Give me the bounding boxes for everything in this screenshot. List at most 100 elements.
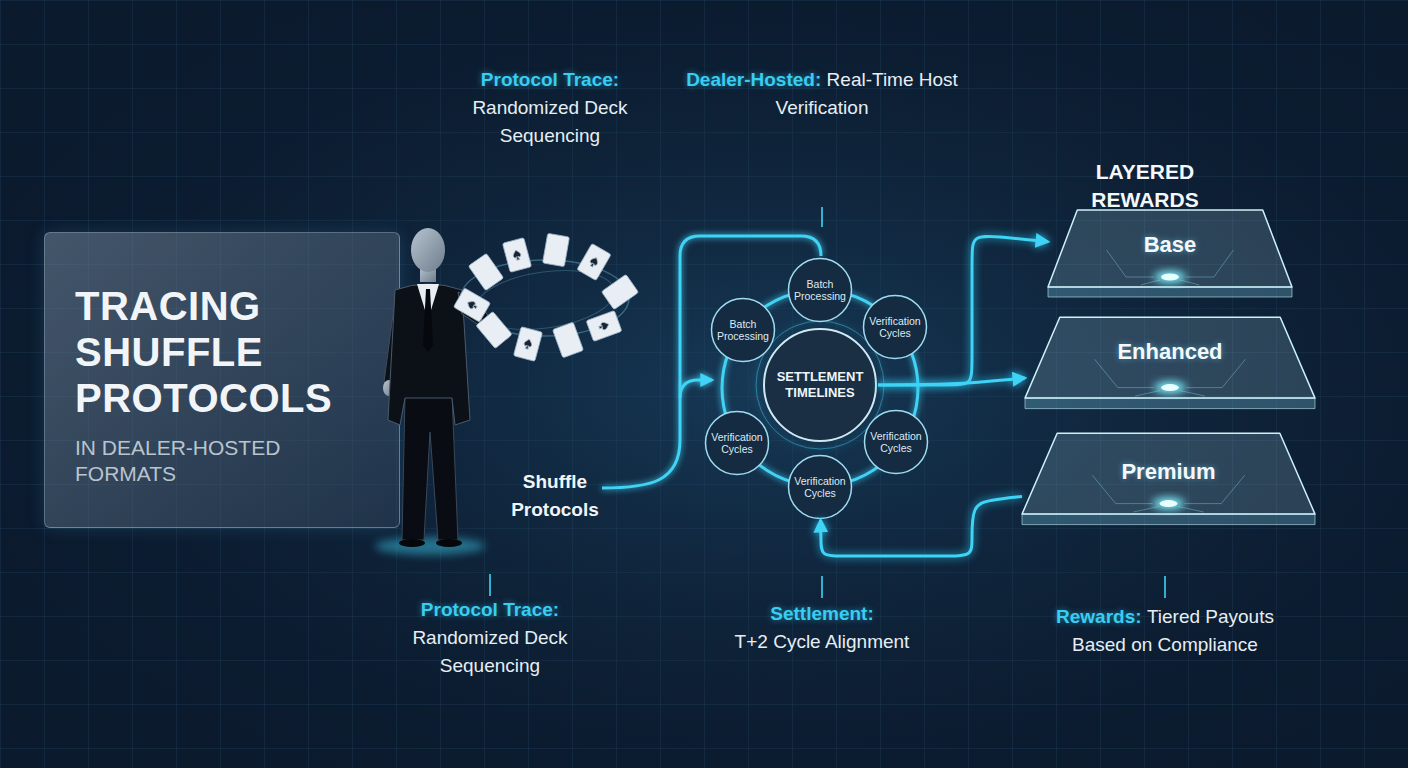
step-outline xyxy=(789,456,852,519)
cycle-step-circle: Verification Cycles xyxy=(862,294,928,360)
tick-mark xyxy=(1164,576,1166,598)
circuit-trace xyxy=(1180,391,1205,396)
callout-group: Protocol Trace:Randomized Deck Sequencin… xyxy=(395,596,585,680)
circuit-trace xyxy=(1141,280,1160,285)
tier-label: Premium xyxy=(1121,459,1215,485)
node-outline xyxy=(1025,312,1315,417)
plate-core xyxy=(1160,500,1178,507)
plate-side xyxy=(1048,287,1292,297)
callout-text: T+2 Cycle Alignment xyxy=(712,628,932,656)
plate-core xyxy=(1161,384,1179,391)
playing-card xyxy=(476,311,512,348)
hub-label: SETTLEMENT TIMELINES xyxy=(768,369,872,401)
plate-top xyxy=(1025,317,1315,398)
shuffle-flow-arrow xyxy=(602,380,712,488)
step-outline xyxy=(789,259,852,322)
callout-heading: Protocol Trace: xyxy=(395,596,585,624)
plate-side xyxy=(1022,514,1315,525)
step-label: Batch Processing xyxy=(790,278,850,302)
dealer-shoe xyxy=(399,539,425,547)
playing-card xyxy=(454,288,491,322)
step-outline xyxy=(706,412,769,475)
title-heading: TRACING SHUFFLE PROTOCOLS xyxy=(75,283,375,421)
circuit-trace xyxy=(1180,280,1199,285)
step-outline xyxy=(865,411,928,474)
plate-glow xyxy=(1154,382,1186,394)
plate-side xyxy=(1025,398,1315,409)
cycle-step-circle: Verification Cycles xyxy=(704,410,770,476)
tick-mark xyxy=(821,576,823,598)
hub-circle: SETTLEMENT TIMELINES xyxy=(762,327,878,443)
circuit-trace xyxy=(1179,507,1204,512)
dealer-hand xyxy=(495,328,511,340)
flow-label: Shuffle Protocols xyxy=(500,468,610,524)
playing-card xyxy=(468,253,503,290)
callout-group: Protocol Trace:Randomized Deck Sequencin… xyxy=(455,66,645,150)
circuit-trace xyxy=(1135,391,1160,396)
tier-label: Base xyxy=(1144,232,1197,258)
step-label: Verification Cycles xyxy=(865,315,925,339)
callout-heading: Protocol Trace: xyxy=(455,66,645,94)
callout-group: LAYERED REWARDS xyxy=(1070,158,1220,214)
floor-glow xyxy=(375,537,485,555)
cycle-step-circle: Batch Processing xyxy=(787,257,853,323)
flow-connector xyxy=(821,497,1022,556)
swirl-ring xyxy=(472,263,618,338)
dealer-neck xyxy=(420,266,436,282)
callout-group: Settlement:T+2 Cycle Alignment xyxy=(712,600,932,656)
callout-group: Rewards:Tiered Payouts Based on Complian… xyxy=(1040,603,1290,659)
plate-top xyxy=(1022,433,1315,514)
dealer-figure xyxy=(383,228,511,547)
dealer-jacket xyxy=(388,284,470,425)
step-label: Batch Processing xyxy=(713,318,773,342)
plate-glow xyxy=(1154,271,1186,283)
playing-card xyxy=(553,322,584,358)
dealer-arm xyxy=(458,292,503,338)
title-box: TRACING SHUFFLE PROTOCOLS IN DEALER-HOSTE… xyxy=(44,232,400,528)
playing-card xyxy=(577,244,611,281)
plate-glow xyxy=(1153,498,1185,510)
swirl-ring xyxy=(461,260,629,336)
playing-card xyxy=(586,311,622,342)
playing-card xyxy=(513,327,542,362)
dealer-legs xyxy=(402,395,458,540)
card-swirl xyxy=(454,233,639,361)
dealer-shirt xyxy=(417,284,439,320)
dealer-shoe xyxy=(436,539,462,547)
dealer-head xyxy=(411,228,445,272)
playing-card xyxy=(502,238,531,273)
playing-card xyxy=(543,233,570,266)
callout-text: Randomized Deck Sequencing xyxy=(395,624,585,680)
callout-group: Dealer-Hosted:Real-Time Host Verificatio… xyxy=(677,66,967,122)
hub-outline xyxy=(764,329,876,441)
reward-tier-plate: Enhanced xyxy=(1025,312,1315,417)
cycle-step-circle: Batch Processing xyxy=(710,297,776,363)
tick-mark xyxy=(821,207,823,227)
cycle-step-circle: Verification Cycles xyxy=(787,454,853,520)
step-outline xyxy=(864,296,927,359)
hub-halo xyxy=(756,321,884,449)
dealer-tie xyxy=(423,289,433,352)
callout-heading: Dealer-Hosted: xyxy=(686,69,821,90)
reward-tier-plate: Base xyxy=(1048,205,1292,305)
circuit-trace xyxy=(1133,507,1158,512)
cycle-step-circle: Verification Cycles xyxy=(863,409,929,475)
callout-text: Randomized Deck Sequencing xyxy=(455,94,645,150)
title-subtitle: IN DEALER-HOSTED FORMATS xyxy=(75,435,375,487)
callout-group: Shuffle Protocols xyxy=(500,468,610,524)
step-label: Verification Cycles xyxy=(866,430,926,454)
tick-mark xyxy=(489,574,491,596)
step-outline xyxy=(712,299,775,362)
step-label: Verification Cycles xyxy=(707,431,767,455)
callout-heading: Settlement: xyxy=(712,600,932,628)
plate-core xyxy=(1161,274,1179,281)
playing-card xyxy=(601,274,638,309)
reward-tier-plate: Premium xyxy=(1022,428,1315,533)
flow-connector xyxy=(878,378,1025,385)
step-label: Verification Cycles xyxy=(790,475,850,499)
callout-heading: Rewards: xyxy=(1056,606,1142,627)
